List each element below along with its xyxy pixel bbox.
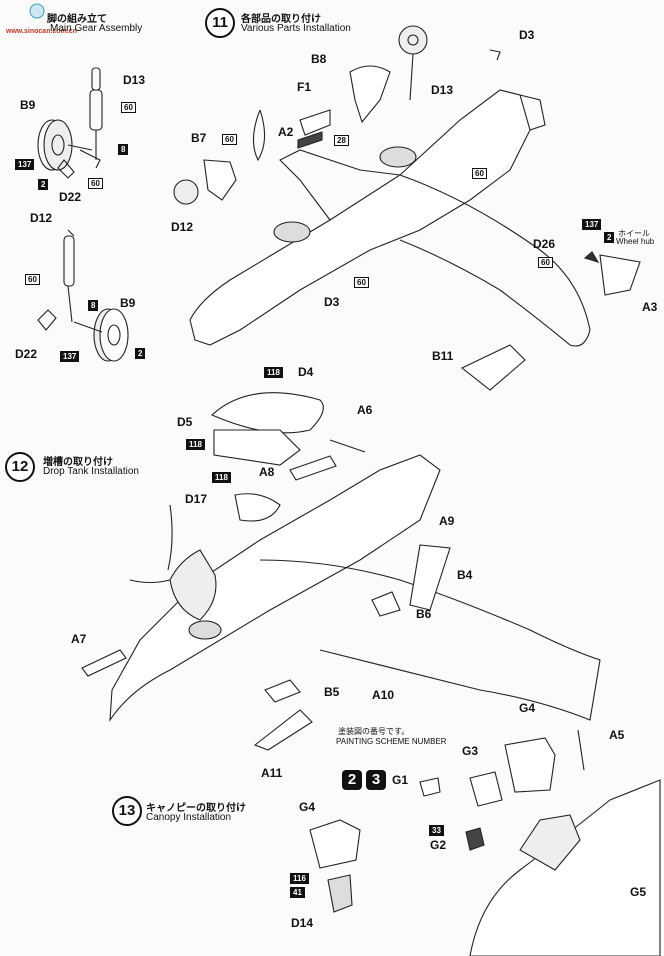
paint-code-box: 118 bbox=[212, 472, 231, 483]
part-label: A5 bbox=[609, 728, 625, 742]
paint-code-box: 116 bbox=[290, 873, 309, 884]
paint-code-box: 137 bbox=[582, 219, 602, 230]
part-label: B11 bbox=[432, 349, 454, 363]
paint-code-box: 60 bbox=[538, 257, 553, 268]
main-gear-title-en: Main Gear Assembly bbox=[50, 23, 143, 34]
part-label: D26 bbox=[533, 237, 556, 251]
quantity-box: 2 bbox=[135, 348, 146, 359]
part-label: B9 bbox=[120, 296, 136, 310]
watermark-url: www.sinocan.com.cn bbox=[6, 28, 77, 35]
quantity-box: 2 bbox=[604, 232, 615, 243]
part-label: D4 bbox=[298, 365, 314, 379]
aircraft-step11-drawing bbox=[173, 25, 641, 391]
part-label: D14 bbox=[291, 916, 314, 930]
step13-title-en: Canopy Installation bbox=[146, 812, 232, 823]
step11-title-en: Various Parts Installation bbox=[241, 23, 351, 34]
part-label: D13 bbox=[123, 73, 146, 87]
part-label: B6 bbox=[416, 607, 432, 621]
wheel-hub-note-jp: ホイール bbox=[618, 229, 650, 238]
paint-code-box: 28 bbox=[334, 135, 349, 146]
part-label: A8 bbox=[259, 465, 275, 479]
quantity-box: 8 bbox=[118, 144, 129, 155]
part-label: B9 bbox=[20, 98, 36, 112]
part-label: A11 bbox=[261, 766, 283, 780]
part-label: B5 bbox=[324, 685, 340, 699]
paint-code-box: 41 bbox=[290, 887, 305, 898]
main-gear-upper-drawing bbox=[37, 67, 103, 179]
part-label: D5 bbox=[177, 415, 193, 429]
step-number-11: 11 bbox=[205, 8, 235, 38]
paint-code-box: 60 bbox=[121, 102, 136, 113]
part-label: D17 bbox=[185, 492, 208, 506]
main-gear-lower-drawing bbox=[37, 229, 129, 362]
painting-scheme-en: PAINTING SCHEME NUMBER bbox=[336, 737, 447, 746]
part-label: G4 bbox=[519, 701, 536, 715]
step12-title-en: Drop Tank Installation bbox=[43, 466, 139, 477]
painting-scheme-badge-3: 3 bbox=[366, 770, 386, 790]
part-label: B7 bbox=[191, 131, 207, 145]
part-label: F1 bbox=[297, 80, 312, 94]
paint-code-box: 60 bbox=[88, 178, 103, 189]
step-number-13: 13 bbox=[112, 796, 142, 826]
paint-code-box: 33 bbox=[429, 825, 444, 836]
part-label: G1 bbox=[392, 773, 409, 787]
part-label: A7 bbox=[71, 632, 87, 646]
paint-code-box: 60 bbox=[472, 168, 487, 179]
paint-code-box: 137 bbox=[60, 351, 80, 362]
part-label: D3 bbox=[324, 295, 340, 309]
part-label: G3 bbox=[462, 744, 479, 758]
part-label: D3 bbox=[519, 28, 535, 42]
step11-title-jp: 各部品の取り付け bbox=[241, 14, 321, 25]
step13-title-jp: キャノピーの取り付け bbox=[146, 803, 246, 814]
part-label: B4 bbox=[457, 568, 473, 582]
paint-code-box: 60 bbox=[222, 134, 237, 145]
part-label: D12 bbox=[30, 211, 53, 225]
part-label: D12 bbox=[171, 220, 194, 234]
painting-scheme-badge-2: 2 bbox=[342, 770, 362, 790]
paint-code-box: 60 bbox=[25, 274, 40, 285]
part-label: G5 bbox=[630, 885, 647, 899]
paint-code-box: 137 bbox=[15, 159, 35, 170]
wheel-hub-note-en: Wheel hub bbox=[616, 237, 655, 246]
part-label: A6 bbox=[357, 403, 373, 417]
quantity-box: 8 bbox=[88, 300, 99, 311]
part-label: G2 bbox=[430, 838, 447, 852]
canopy-step13-drawing bbox=[309, 729, 661, 956]
part-label: D13 bbox=[431, 83, 454, 97]
part-label: A9 bbox=[439, 514, 455, 528]
part-label: A2 bbox=[278, 125, 294, 139]
part-label: D22 bbox=[15, 347, 38, 361]
painting-scheme-jp: 塗装図の番号です。 bbox=[338, 727, 410, 736]
paint-code-box: 60 bbox=[354, 277, 369, 288]
quantity-box: 2 bbox=[38, 179, 49, 190]
step12-title-jp: 増槽の取り付け bbox=[43, 457, 113, 468]
aircraft-step12-drawing bbox=[81, 392, 601, 751]
watermark-logo bbox=[0, 0, 70, 22]
part-label: A3 bbox=[642, 300, 658, 314]
part-label: G4 bbox=[299, 800, 316, 814]
main-gear-title-jp: 脚の組み立て bbox=[47, 14, 107, 25]
step-number-12: 12 bbox=[5, 452, 35, 482]
part-label: D22 bbox=[59, 190, 82, 204]
paint-code-box: 118 bbox=[186, 439, 205, 450]
part-label: B8 bbox=[311, 52, 327, 66]
part-label: A10 bbox=[372, 688, 395, 702]
paint-code-box: 118 bbox=[264, 367, 283, 378]
